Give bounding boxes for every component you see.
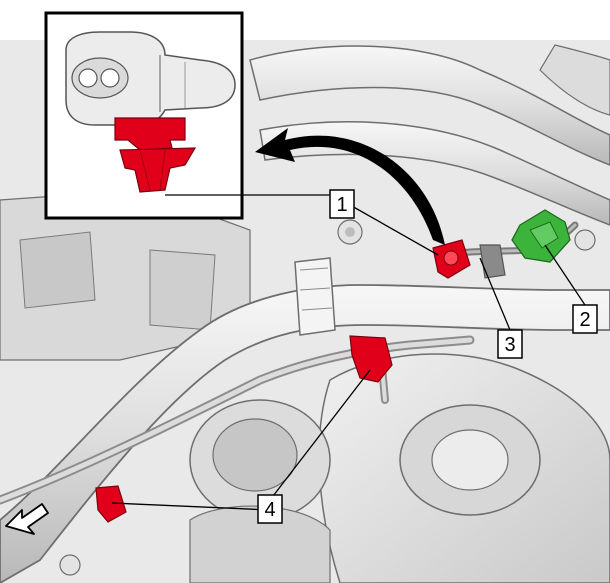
clip-4-upper-highlight (349, 335, 393, 383)
callout-3: 3 (497, 329, 523, 359)
rotation-arrow-icon (255, 128, 445, 245)
clip-4-lower-highlight (95, 485, 127, 523)
clip-1-highlight (432, 239, 471, 279)
direction-arrow-icon (5, 503, 49, 535)
callout-2-label: 2 (579, 309, 590, 331)
leader-lines (111, 194, 586, 511)
main-pipe (0, 257, 610, 583)
inset-detail-box (44, 11, 244, 220)
callout-3-label: 3 (504, 334, 515, 356)
callout-4: 4 (257, 494, 283, 524)
connector-2-highlight (511, 209, 571, 263)
callout-1-label: 1 (336, 194, 347, 216)
callout-1: 1 (329, 189, 355, 219)
callout-2: 2 (572, 304, 598, 334)
callout-4-label: 4 (264, 499, 275, 521)
